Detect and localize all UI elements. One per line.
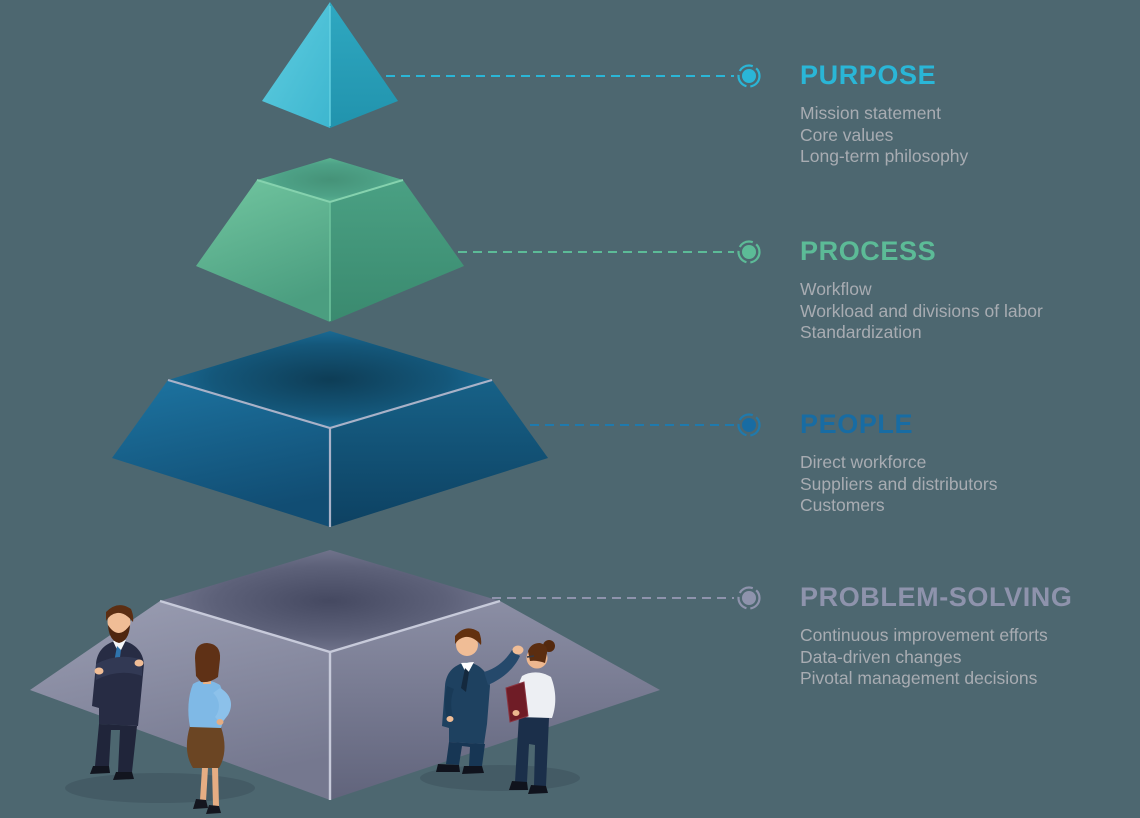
- left-group-shadow: [65, 773, 255, 803]
- section-item: Data-driven changes: [800, 646, 962, 667]
- section-item: Standardization: [800, 322, 922, 342]
- person-man-crossed-arms: [90, 605, 144, 780]
- section-item: Core values: [800, 124, 894, 145]
- purpose-bullet-icon: [737, 64, 761, 88]
- pyramid-level-process: [196, 158, 464, 322]
- pyramid-level-people: [112, 331, 548, 527]
- connector-people: [530, 413, 761, 437]
- people-bullet-icon: [737, 413, 761, 437]
- section-title-process: PROCESS: [800, 236, 937, 266]
- section-item: Customers: [800, 495, 885, 515]
- section-purpose: PURPOSE Mission statement Core values Lo…: [800, 60, 1140, 168]
- section-item: Long-term philosophy: [800, 146, 969, 166]
- person-woman-with-folder: [505, 640, 556, 794]
- section-item: Continuous improvement efforts: [800, 625, 1048, 645]
- section-items-process: Workflow Workload and divisions of labor…: [800, 279, 1140, 344]
- section-process: PROCESS Workflow Workload and divisions …: [800, 236, 1140, 344]
- section-people: PEOPLE Direct workforce Suppliers and di…: [800, 409, 1140, 517]
- section-problem-solving: PROBLEM-SOLVING Continuous improvement e…: [800, 582, 1140, 690]
- section-item: Mission statement: [800, 103, 942, 123]
- section-title-problem-solving: PROBLEM-SOLVING: [800, 582, 1073, 612]
- section-title-purpose: PURPOSE: [800, 60, 937, 90]
- pyramid-level-problem-solving: [30, 550, 660, 800]
- section-item: Direct workforce: [800, 452, 927, 472]
- section-items-purpose: Mission statement Core values Long-term …: [800, 103, 1140, 168]
- section-item: Workload and divisions of labor: [800, 300, 1043, 321]
- process-bullet-icon: [737, 240, 761, 264]
- section-item: Suppliers and distributors: [800, 473, 998, 494]
- section-item: Pivotal management decisions: [800, 668, 1038, 688]
- person-woman-back-view: [186, 643, 232, 814]
- pyramid-level-purpose: [262, 2, 398, 128]
- section-items-problem-solving: Continuous improvement efforts Data-driv…: [800, 625, 1140, 690]
- section-item: Workflow: [800, 279, 872, 299]
- section-items-people: Direct workforce Suppliers and distribut…: [800, 452, 1140, 517]
- section-title-people: PEOPLE: [800, 409, 914, 439]
- person-man-gesturing: [436, 628, 524, 774]
- connector-purpose: [386, 64, 761, 88]
- connector-process: [458, 240, 761, 264]
- connector-problem-solving: [492, 586, 761, 610]
- problem-solving-bullet-icon: [737, 586, 761, 610]
